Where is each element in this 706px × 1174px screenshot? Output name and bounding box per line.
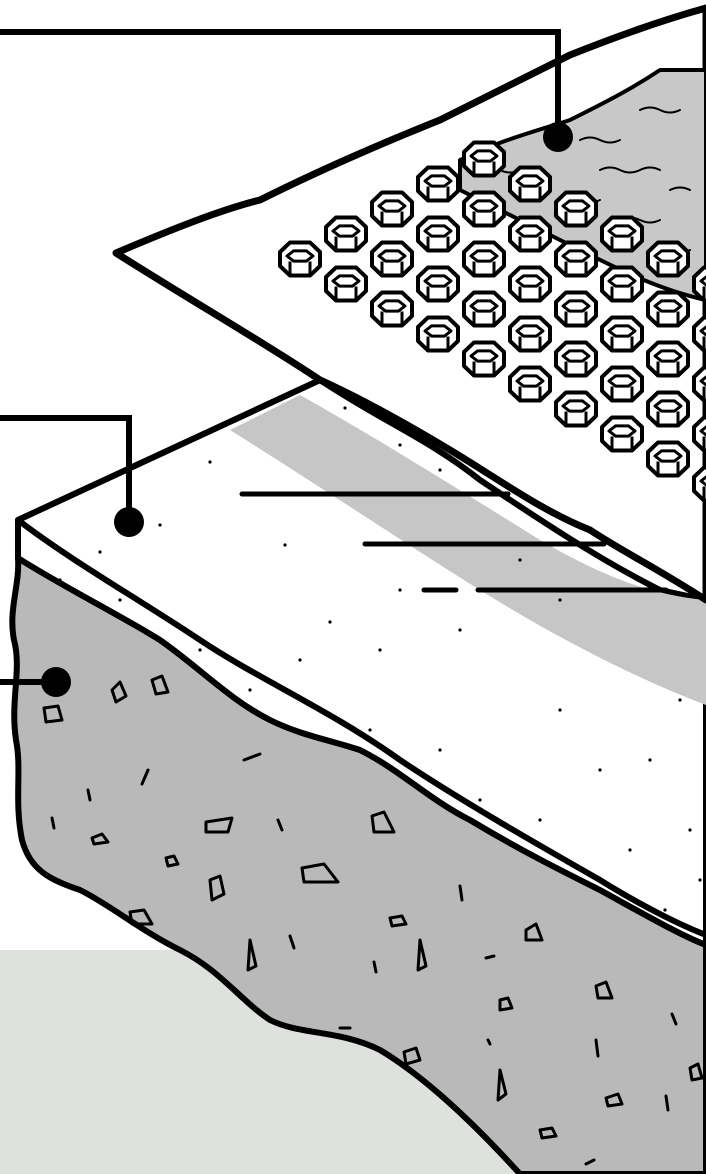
geocell <box>692 265 706 303</box>
geocell-opening <box>377 199 407 213</box>
geocell-opening <box>469 199 499 213</box>
geocell-opening <box>377 249 407 263</box>
geocell-opening <box>699 375 706 387</box>
geocell-opening <box>285 249 315 263</box>
geocell <box>646 340 690 378</box>
geocell-opening <box>469 299 499 313</box>
geocell-opening <box>469 249 499 263</box>
sand-top-edge <box>15 377 323 523</box>
geocell-opening <box>515 174 545 188</box>
geocell-opening <box>515 324 545 338</box>
geocell <box>462 290 506 328</box>
geocell-opening <box>423 324 453 338</box>
geocell <box>278 240 322 278</box>
callout-gravel-infill <box>0 29 573 152</box>
sand-lines <box>239 491 669 593</box>
geocell-opening <box>699 275 706 287</box>
geocell <box>416 165 460 203</box>
callout-leader-line <box>0 29 561 137</box>
geocell <box>692 465 706 503</box>
geocell-opening <box>515 374 545 388</box>
geocell <box>600 415 644 453</box>
geocell <box>508 315 552 353</box>
geocell <box>600 265 644 303</box>
geocell-opening <box>331 224 361 238</box>
geocell-opening <box>607 424 637 438</box>
geocell <box>462 190 506 228</box>
geocell-opening <box>607 374 637 388</box>
geocell-opening <box>515 274 545 288</box>
geocell <box>370 240 414 278</box>
geocell <box>646 290 690 328</box>
geocell <box>554 290 598 328</box>
geocell <box>600 215 644 253</box>
callout-soil-subgrade <box>0 667 71 697</box>
geocell <box>416 315 460 353</box>
geocell <box>554 190 598 228</box>
geocell <box>692 365 706 403</box>
geocell-opening <box>469 349 499 363</box>
geocell-opening <box>653 449 683 463</box>
geocell-opening <box>607 224 637 238</box>
geocell-opening <box>653 399 683 413</box>
geocell-opening <box>653 249 683 263</box>
geocell-opening <box>469 149 499 163</box>
soil-dashes <box>50 752 678 1166</box>
geocell-opening <box>653 349 683 363</box>
geocell <box>646 390 690 428</box>
geocell <box>370 290 414 328</box>
geocell-opening <box>561 399 591 413</box>
geocell-opening <box>653 299 683 313</box>
geocell-opening <box>423 224 453 238</box>
sand-side-face <box>16 517 706 938</box>
geocell <box>554 390 598 428</box>
geocell-opening <box>331 274 361 288</box>
geocell <box>646 240 690 278</box>
geocell <box>508 365 552 403</box>
geocell <box>508 265 552 303</box>
geocell <box>462 140 506 178</box>
geocell-opening <box>561 349 591 363</box>
geocell-opening <box>561 199 591 213</box>
callout-marker-dot <box>41 667 71 697</box>
geocell <box>646 440 690 478</box>
geocell-opening <box>699 475 706 487</box>
geocell <box>508 165 552 203</box>
geocell <box>554 340 598 378</box>
geocell <box>508 215 552 253</box>
geocell <box>600 365 644 403</box>
geocell <box>462 340 506 378</box>
geocell <box>554 240 598 278</box>
geocell <box>416 265 460 303</box>
geocell-opening <box>377 299 407 313</box>
geocell-opening <box>423 274 453 288</box>
sand-shadow-band <box>230 395 706 705</box>
geocell-opening <box>607 324 637 338</box>
geocell-opening <box>699 325 706 337</box>
geocell-opening <box>423 174 453 188</box>
geocell <box>600 315 644 353</box>
geocell-opening <box>561 299 591 313</box>
geocell <box>692 415 706 453</box>
honeycomb-geocell-grid <box>278 140 706 503</box>
geocell <box>416 215 460 253</box>
soil-pebbles <box>42 674 704 1140</box>
callout-marker-dot <box>543 122 573 152</box>
geocell <box>370 190 414 228</box>
callout-sand-base <box>0 415 144 537</box>
callout-marker-dot <box>114 507 144 537</box>
geocell-opening <box>699 425 706 437</box>
geocell-opening <box>515 224 545 238</box>
geocell <box>692 315 706 353</box>
geocell-opening <box>607 274 637 288</box>
geocell <box>324 215 368 253</box>
sand-speckles <box>58 406 702 912</box>
geocell-opening <box>561 249 591 263</box>
geocell <box>462 240 506 278</box>
callout-leader-line <box>0 415 132 522</box>
geocell <box>324 265 368 303</box>
